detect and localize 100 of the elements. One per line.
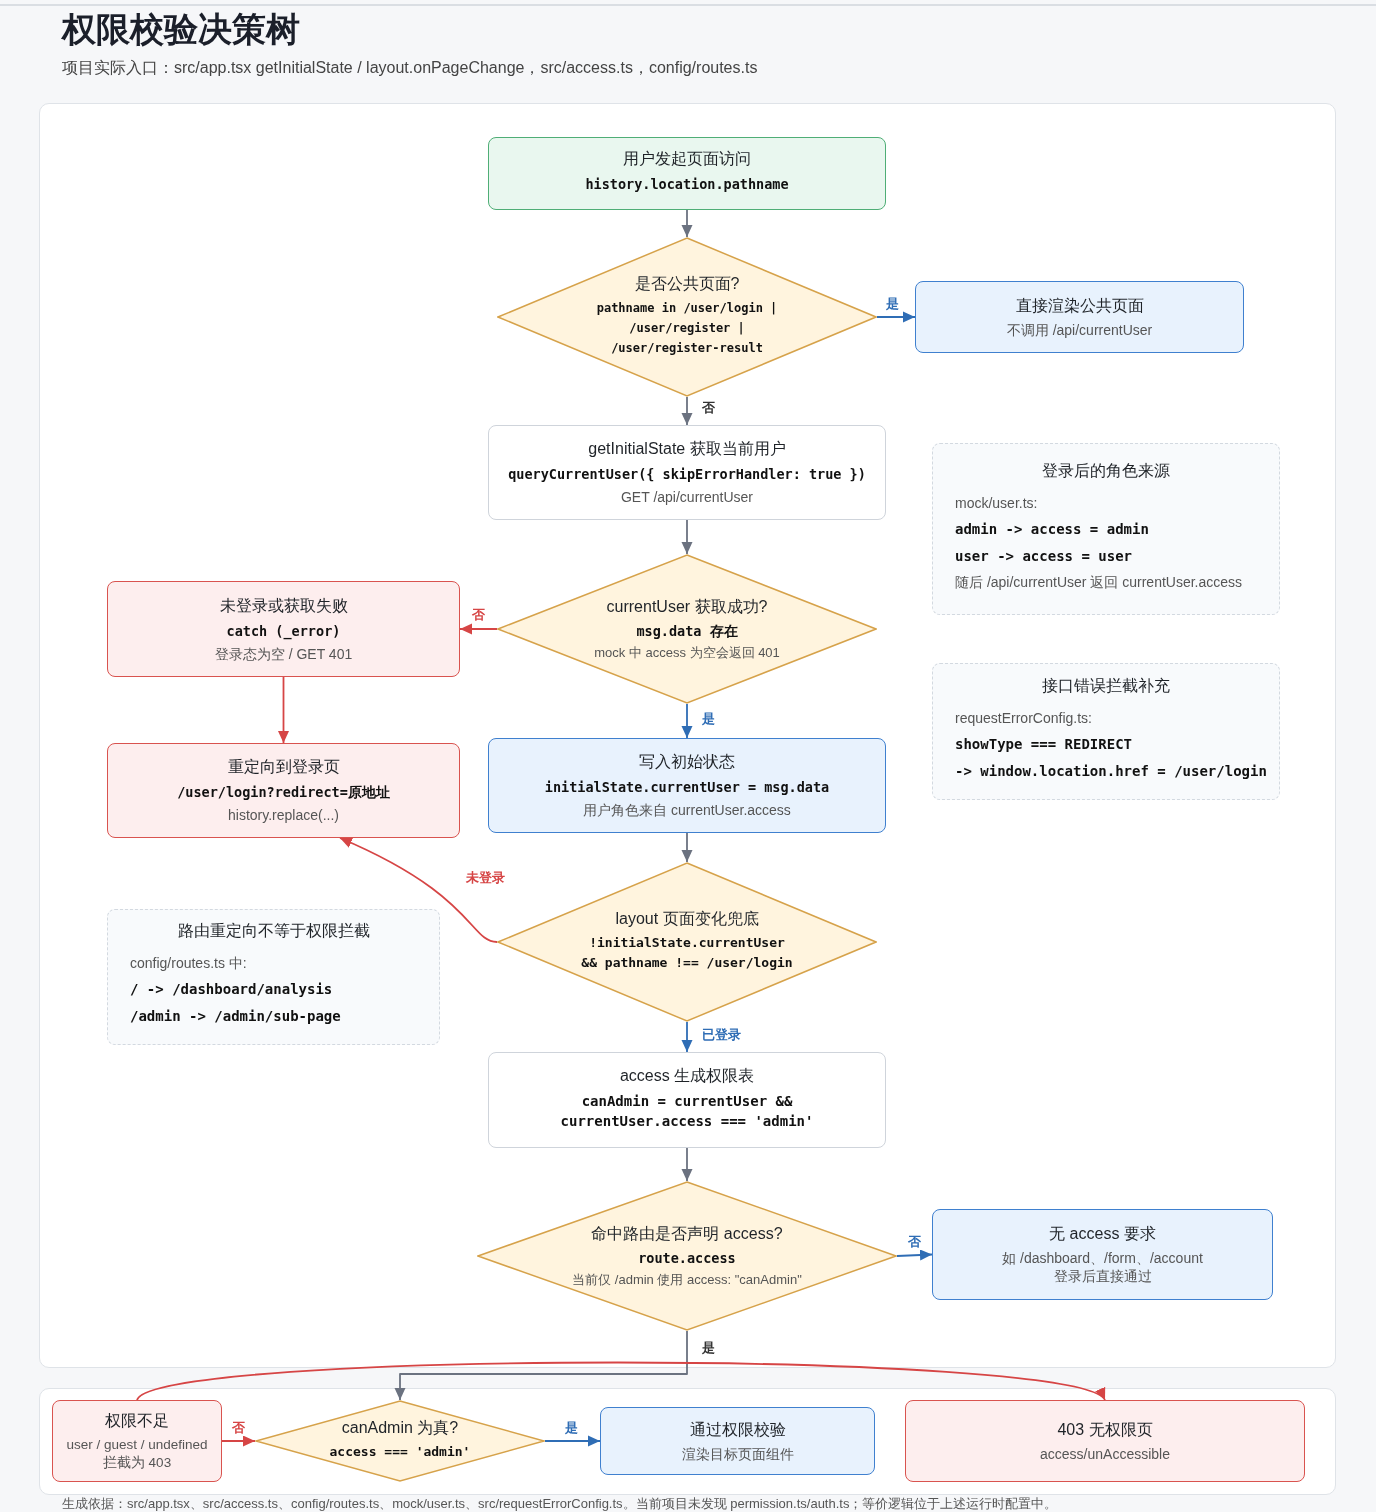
edge-label: 未登录 [464, 870, 507, 886]
node-title: 接口错误拦截补充 [1041, 675, 1171, 696]
note-text: 用户角色来自 currentUser.access [583, 801, 791, 819]
arrow [896, 1249, 933, 1261]
code-text: initialState.currentUser = msg.data [544, 778, 830, 797]
decision-diamond [497, 554, 877, 704]
process-box [488, 738, 886, 833]
node-title: 通过权限校验 [689, 1419, 786, 1440]
node-title: 用户发起页面访问 [623, 149, 751, 169]
subtitle: 项目实际入口：src/app.tsx getInitialState / layout.onPageChange，src/access.ts，config/routes.ts [62, 58, 758, 78]
edge-label: 是 [884, 296, 901, 312]
node-title: 命中路由是否声明 access? [591, 1223, 783, 1244]
node-title: 未登录或获取失败 [219, 595, 348, 616]
arrow [681, 832, 693, 863]
code-text: /user/login?redirect=原地址 [177, 783, 390, 802]
node-title: access 生成权限表 [619, 1065, 755, 1086]
code-text: admin -> access = admin [954, 519, 1150, 539]
process-box [600, 1407, 875, 1475]
node-title: 路由重定向不等于权限拦截 [176, 921, 371, 941]
node-title: 是否公共页面? [634, 273, 740, 294]
error-box [107, 581, 460, 677]
error-box [107, 743, 460, 838]
node-title: 403 无权限页 [1057, 1419, 1153, 1440]
arrow [681, 209, 693, 238]
edge-label: 否 [230, 1420, 247, 1436]
edge-label: 否 [906, 1234, 923, 1250]
arrow [339, 837, 498, 943]
code-text: !initialState.currentUser && pathname !== /user/login [580, 933, 794, 972]
code-text: /admin -> /admin/sub-page [129, 1007, 342, 1026]
arrow [221, 1435, 256, 1447]
note-text: 当前仅 /admin 使用 access: "canAdmin" [572, 1270, 802, 1289]
edge-label: 否 [470, 607, 487, 623]
node-title: 直接渲染公共页面 [1015, 295, 1144, 316]
note-text: 不调用 /api/currentUser [1006, 320, 1153, 339]
note-text: history.replace(...) [228, 806, 339, 824]
node-title: 写入初始状态 [639, 752, 735, 772]
code-text: -> window.location.href = /user/login [954, 761, 1268, 781]
footnote: 生成依据：src/app.tsx、src/access.ts、config/routes.ts、mock/user.ts、src/requestErrorConfig.ts。当前项目未发现 permission.ts/auth.ts；等价逻辑位于上述运行时配置中。 [62, 1496, 1058, 1512]
arrow [459, 623, 498, 635]
note-card [932, 663, 1280, 800]
code-text: showType === REDIRECT [954, 734, 1133, 754]
note-card [932, 443, 1280, 615]
process-box [488, 1052, 886, 1148]
arrow [681, 1147, 693, 1182]
note-card [107, 909, 440, 1045]
node-title: 无 access 要求 [1049, 1224, 1156, 1244]
start-box [488, 137, 886, 210]
note-text: 随后 /api/currentUser 返回 currentUser.access [954, 572, 1244, 591]
note-text: mock 中 access 为空会返回 401 [594, 643, 780, 662]
note-text: 渲染目标页面组件 [681, 1444, 794, 1463]
code-text: user -> access = user [954, 546, 1133, 566]
edge-label: 已登录 [700, 1027, 743, 1043]
note-text: 登录后直接通过 [1053, 1267, 1152, 1285]
page-title: 权限校验决策树 [62, 9, 300, 50]
process-box [488, 425, 886, 520]
error-box [905, 1400, 1305, 1482]
code-text: history.location.pathname [585, 175, 789, 194]
arrow [681, 519, 693, 555]
node-title: currentUser 获取成功? [606, 596, 768, 617]
code-text: route.access [638, 1248, 736, 1268]
edge-label: 是 [700, 1340, 717, 1356]
code-text: access === 'admin' [329, 1442, 471, 1461]
arrow [681, 703, 693, 739]
node-title: getInitialState 获取当前用户 [588, 439, 786, 459]
note-text: 拦截为 403 [102, 1453, 172, 1472]
arrow [136, 1361, 1106, 1401]
code-text: / -> /dashboard/analysis [129, 980, 334, 999]
note-text: config/routes.ts 中: [129, 954, 248, 972]
process-box [932, 1209, 1273, 1300]
error-box [52, 1400, 222, 1482]
arrow [681, 1021, 693, 1053]
code-text: pathname in /user/login | /user/register | /user/register-result [595, 299, 779, 357]
decision-diamond [477, 1181, 897, 1331]
note-text: access/unAccessible [1040, 1444, 1170, 1463]
edge-label: 否 [700, 400, 717, 416]
code-text: catch (_error) [226, 621, 341, 641]
arrow [876, 311, 916, 323]
edge-label: 是 [700, 711, 717, 727]
node-title: layout 页面变化兜底 [615, 908, 759, 929]
note-text: 登录态为空 / GET 401 [214, 644, 353, 663]
node-title: 重定向到登录页 [227, 757, 340, 777]
note-text: mock/user.ts: [954, 493, 1039, 512]
node-title: 权限不足 [105, 1410, 169, 1431]
process-box [915, 281, 1244, 353]
arrow [681, 396, 693, 426]
code-text: canAdmin = currentUser && currentUser.access === 'admin' [559, 1091, 815, 1131]
decision-diamond [497, 237, 877, 397]
node-title: 登录后的角色来源 [1041, 460, 1171, 481]
arrow [544, 1435, 601, 1447]
edge-label: 是 [563, 1420, 580, 1436]
code-text: queryCurrentUser({ skipErrorHandler: true }) [508, 465, 866, 484]
note-text: user / guest / undefined [66, 1435, 208, 1454]
arrow [278, 676, 289, 744]
code-text: msg.data 存在 [636, 621, 738, 641]
note-text: requestErrorConfig.ts: [954, 708, 1093, 727]
note-text: 如 /dashboard、/form、/account [1002, 1249, 1203, 1267]
note-text: GET /api/currentUser [621, 488, 753, 506]
node-title: canAdmin 为真? [341, 1417, 459, 1438]
arrow [394, 1330, 688, 1401]
decision-diamond [255, 1400, 545, 1482]
